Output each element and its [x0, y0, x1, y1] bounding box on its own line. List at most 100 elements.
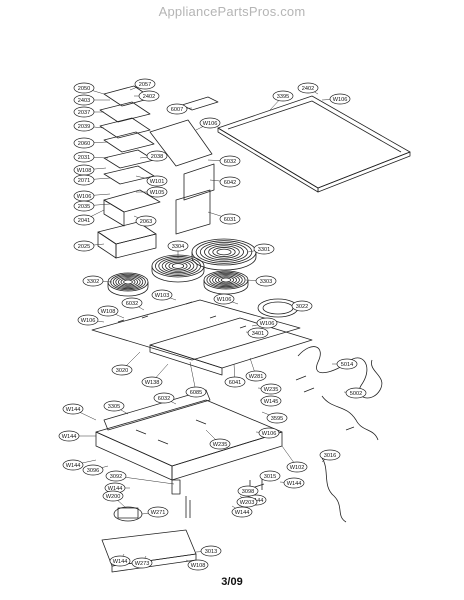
- heat-shield-lower: [175, 189, 211, 235]
- callout-6032: 6032: [219, 155, 241, 167]
- callout-2031: 2031: [73, 151, 95, 163]
- callout-label: 6041: [229, 380, 241, 386]
- callout-label: W106: [262, 431, 277, 437]
- callout-label: 2071: [78, 178, 90, 184]
- callout-w145: W145: [260, 395, 282, 407]
- callout-2041: 2041: [73, 214, 95, 226]
- board-2071: [103, 149, 155, 169]
- page-number: 3/09: [221, 576, 243, 588]
- callout-5014: 5014: [336, 358, 358, 370]
- callout-label: 2039: [78, 124, 90, 130]
- heating-element-3301: [191, 238, 257, 271]
- callout-6085: 6085: [185, 386, 207, 398]
- board-2035: [103, 165, 155, 185]
- callout-label: 3401: [252, 331, 264, 337]
- callout-label: W138: [145, 380, 160, 386]
- callout-label: W273: [135, 561, 150, 567]
- callout-label: 3595: [271, 416, 283, 422]
- callout-label: 3302: [87, 279, 99, 285]
- callout-label: 3013: [205, 549, 217, 555]
- callout-label: 2050: [78, 86, 90, 92]
- callout-3016: 3016: [319, 449, 341, 461]
- callout-label: 3098: [242, 489, 254, 495]
- callout-3092: 3092: [105, 470, 127, 482]
- board-2060: [103, 131, 155, 153]
- callout-w235: W235: [209, 438, 231, 450]
- callout-3302: 3302: [82, 275, 104, 287]
- callout-label: 2037: [78, 110, 90, 116]
- watermark: AppliancePartsPros.com: [158, 4, 306, 19]
- callout-label: 2041: [78, 218, 90, 224]
- callout-w101: W101: [146, 175, 168, 187]
- callout-w281: W281: [245, 370, 267, 382]
- callout-label: W144: [287, 481, 302, 487]
- callout-3401: 3401: [247, 327, 269, 339]
- heating-element-3302: [107, 272, 149, 297]
- heat-shield-mid: [183, 163, 215, 201]
- cable-3016: [321, 457, 347, 523]
- callout-label: W106: [77, 194, 92, 200]
- callout-label: 2403: [78, 98, 90, 104]
- callout-label: 3022: [296, 304, 308, 310]
- callout-3395: 3395: [272, 90, 294, 102]
- callout-label: W106: [333, 97, 348, 103]
- callout-label: W101: [150, 179, 165, 185]
- callout-label: W235: [213, 442, 228, 448]
- callout-label: W144: [235, 510, 250, 516]
- callout-label: W144: [113, 559, 128, 565]
- callout-label: 5002: [350, 391, 362, 397]
- callout-w106: W106: [77, 314, 99, 326]
- callout-label: 2035: [78, 204, 90, 210]
- callout-w106: W106: [73, 190, 95, 202]
- callout-w106: W106: [256, 317, 278, 329]
- callout-w106: W106: [329, 93, 351, 105]
- callout-3301: 3301: [253, 243, 275, 255]
- callout-label: 3016: [324, 453, 336, 459]
- callout-3595: 3595: [266, 412, 288, 424]
- callout-label: 6032: [158, 396, 170, 402]
- callout-w138: W138: [141, 376, 163, 388]
- callout-label: W106: [81, 318, 96, 324]
- chassis-ribs: [135, 419, 207, 445]
- callout-label: 2402: [143, 94, 155, 100]
- callout-label: 3092: [110, 474, 122, 480]
- callout-label: 2025: [78, 244, 90, 250]
- callout-label: W106: [217, 297, 232, 303]
- heating-element-3304: [151, 254, 205, 283]
- callout-2039: 2039: [73, 120, 95, 132]
- callout-label: 2060: [78, 141, 90, 147]
- callout-w144: W144: [283, 477, 305, 489]
- callout-w144: W144: [62, 403, 84, 415]
- callout-2038: 2038: [146, 150, 168, 162]
- callout-w200: W200: [102, 490, 124, 502]
- callout-2050: 2050: [73, 82, 95, 94]
- callout-label: W200: [106, 494, 121, 500]
- callout-3098: 3098: [237, 485, 259, 497]
- callout-label: W203: [240, 500, 255, 506]
- callout-label: 2038: [151, 154, 163, 160]
- callout-label: 3301: [258, 247, 270, 253]
- callout-label: W145: [264, 399, 279, 405]
- callout-label: 3015: [264, 474, 276, 480]
- heating-element-3303: [203, 270, 249, 295]
- callout-6042: 6042: [219, 176, 241, 188]
- callout-label: W144: [66, 463, 81, 469]
- callout-label: 2057: [139, 82, 151, 88]
- callout-6007: 6007: [166, 103, 188, 115]
- callout-label: 3303: [260, 279, 272, 285]
- callout-label: 6042: [224, 180, 236, 186]
- callout-w108: W108: [187, 559, 209, 571]
- callout-label: 2063: [140, 219, 152, 225]
- callout-label: 3395: [277, 94, 289, 100]
- callout-label: W105: [150, 190, 165, 196]
- chassis-front-wall: [95, 431, 173, 481]
- callout-w103: W103: [151, 289, 173, 301]
- callout-label: W144: [62, 434, 77, 440]
- support-plate-right: [149, 317, 313, 369]
- board-2037: [99, 101, 151, 123]
- glass-cooktop: [217, 95, 411, 189]
- board-2041-side: [103, 199, 125, 227]
- callout-label: W103: [155, 293, 170, 299]
- glass-trim-line: [227, 100, 402, 153]
- heat-shield-upper: [149, 119, 213, 167]
